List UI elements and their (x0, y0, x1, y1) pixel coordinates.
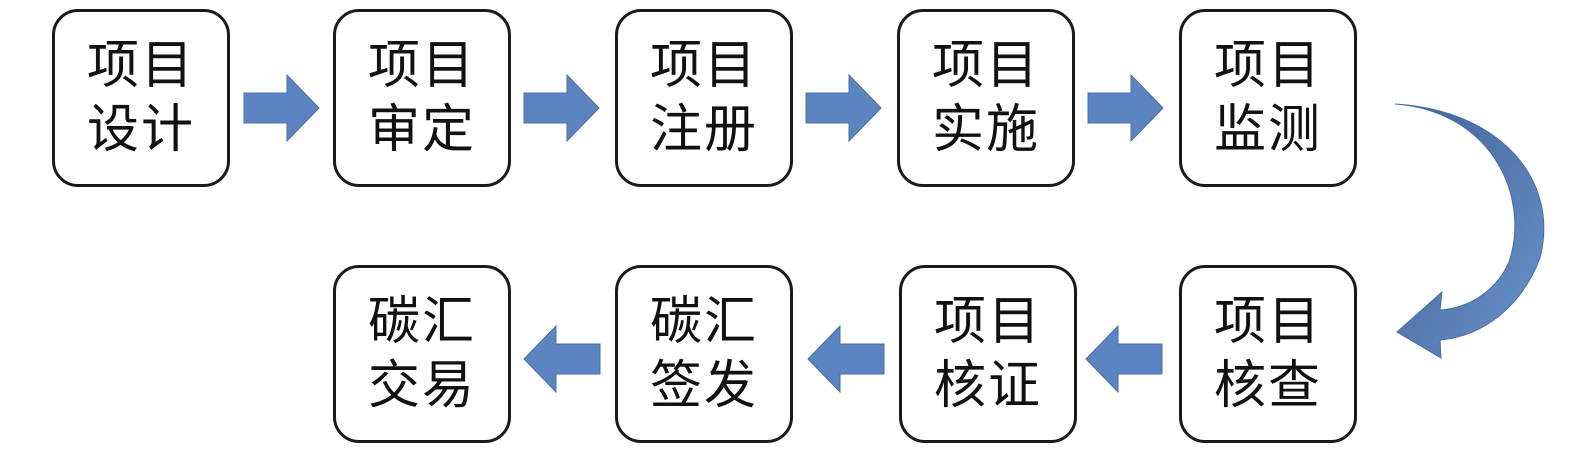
step-label-line1: 项目 (367, 36, 476, 96)
arrow-right-icon (243, 73, 320, 143)
step-carbon-issuance: 碳汇 签发 (615, 265, 793, 443)
step-project-verification: 项目 核查 (1179, 265, 1357, 443)
step-project-registration: 项目 注册 (615, 9, 793, 187)
step-project-design: 项目 设计 (52, 9, 230, 187)
step-label-line1: 项目 (1213, 36, 1322, 96)
step-project-implementation: 项目 实施 (897, 9, 1075, 187)
step-label-line1: 项目 (1213, 292, 1322, 352)
step-label-line2: 核查 (1213, 356, 1322, 416)
arrow-left-icon (523, 324, 601, 394)
step-label-line2: 注册 (649, 100, 758, 160)
curved-arrow-icon (1394, 103, 1545, 359)
step-label-line2: 审定 (367, 100, 476, 160)
step-label-line2: 监测 (1213, 100, 1322, 160)
step-label-line1: 项目 (649, 36, 758, 96)
step-carbon-trading: 碳汇 交易 (333, 265, 511, 443)
step-label-line2: 设计 (86, 100, 195, 160)
step-label-line1: 碳汇 (649, 292, 758, 352)
arrow-right-icon (523, 73, 600, 143)
step-label-line2: 实施 (931, 100, 1040, 160)
step-label-line1: 项目 (933, 292, 1042, 352)
step-label-line1: 项目 (931, 36, 1040, 96)
step-project-validation: 项目 审定 (333, 9, 511, 187)
step-label-line2: 核证 (933, 356, 1042, 416)
arrow-right-icon (805, 73, 882, 143)
step-label-line1: 项目 (86, 36, 195, 96)
step-project-monitoring: 项目 监测 (1179, 9, 1357, 187)
step-label-line2: 签发 (649, 356, 758, 416)
arrow-right-icon (1087, 73, 1164, 143)
step-project-certification: 项目 核证 (899, 265, 1077, 443)
step-label-line1: 碳汇 (367, 292, 476, 352)
arrow-left-icon (807, 324, 885, 394)
arrow-left-icon (1085, 324, 1163, 394)
step-label-line2: 交易 (367, 356, 476, 416)
